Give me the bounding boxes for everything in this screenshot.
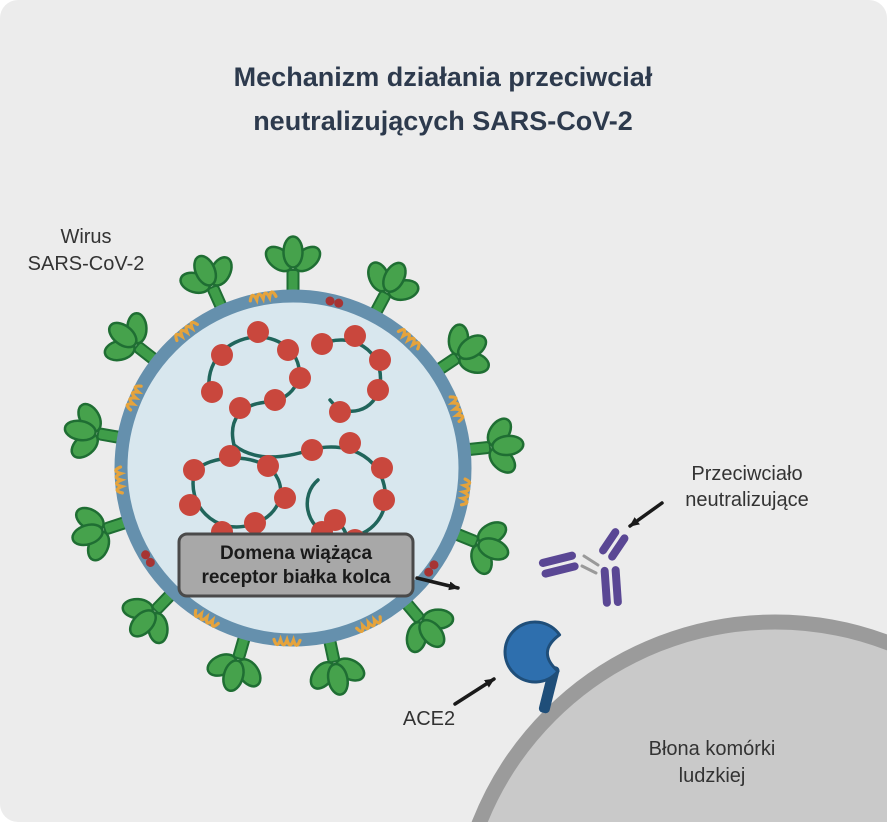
rna-dot xyxy=(201,381,223,403)
rbd-box-line1: Domena wiążąca xyxy=(220,543,372,564)
ace2-receptor xyxy=(503,620,562,714)
rna-dot xyxy=(369,349,391,371)
rna-dot xyxy=(183,459,205,481)
rna-dot xyxy=(367,379,389,401)
ace2-stalk xyxy=(538,665,560,714)
rna-dot xyxy=(219,445,241,467)
rna-dot xyxy=(257,455,279,477)
page-title-line1: Mechanizm działania przeciwciał xyxy=(234,62,653,92)
rna-dot xyxy=(329,401,351,423)
rbd-box-line2: receptor białka kolca xyxy=(201,567,390,588)
antibody-fc-stem xyxy=(599,528,629,561)
rna-dot xyxy=(277,339,299,361)
rna-dot xyxy=(371,457,393,479)
rna-dot xyxy=(339,432,361,454)
neutralizing-antibody xyxy=(538,528,629,607)
rna-dot xyxy=(264,389,286,411)
ace2-arrow xyxy=(453,677,496,706)
rbd-label-box: Domena wiążąca receptor białka kolca xyxy=(177,532,460,598)
rna-dot xyxy=(301,439,323,461)
cell-label-line1: Błona komórki xyxy=(649,738,776,760)
rna-dot xyxy=(229,397,251,419)
rna-dot xyxy=(244,512,266,534)
rna-dot xyxy=(289,367,311,389)
antibody-label-line1: Przeciwciało xyxy=(691,463,802,485)
rna-dot xyxy=(344,325,366,347)
antibody-fab-arm-down xyxy=(600,566,622,607)
ace2-head xyxy=(503,620,562,684)
rna-dot xyxy=(311,333,333,355)
cell-membrane xyxy=(471,614,887,822)
antibody-arrow xyxy=(628,501,664,528)
rna-strand xyxy=(305,445,388,540)
antibody-hinge xyxy=(580,554,600,575)
rna-dot xyxy=(247,321,269,343)
cell-label-line2: ludzkiej xyxy=(679,765,746,787)
antibody-fab-arm-left xyxy=(538,551,579,578)
rna-dot xyxy=(274,487,296,509)
page-title-line2: neutralizujących SARS-CoV-2 xyxy=(253,106,633,136)
human-cell: Błona komórki ludzkiej xyxy=(471,614,887,822)
virus-label-line2: SARS-CoV-2 xyxy=(28,253,145,275)
rna-dot xyxy=(211,344,233,366)
virus-label-line1: Wirus xyxy=(60,226,111,248)
rbd-arrow xyxy=(415,576,460,591)
rna-dot xyxy=(324,509,346,531)
rna-dot xyxy=(179,494,201,516)
rbd-box-background xyxy=(177,532,415,598)
rna-dot xyxy=(373,489,395,511)
ace2-label: ACE2 xyxy=(403,708,455,730)
antibody-label-line2: neutralizujące xyxy=(685,489,808,511)
